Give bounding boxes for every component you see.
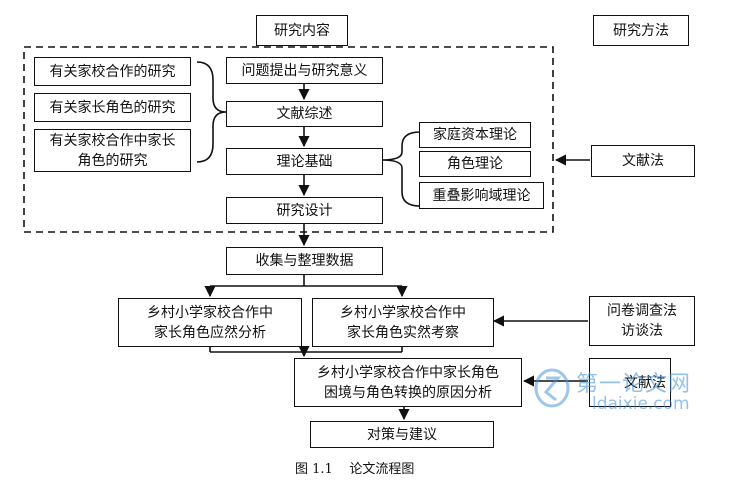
theory-overlapping-spheres: 重叠影响域理论 [419, 182, 544, 209]
left-topic-home-school: 有关家校合作的研究 [34, 57, 191, 86]
step-literature-review: 文献综述 [226, 101, 383, 127]
research-content-header: 研究内容 [256, 15, 348, 46]
watermark-logo [534, 368, 570, 408]
method-literature-partial: 文献法 [589, 358, 671, 407]
figure-caption: 图 1.1 论文流程图 [295, 462, 415, 477]
watermark-en: ldaixie.com [592, 394, 690, 414]
theories-brace [381, 131, 421, 207]
left-topic-parent-role: 有关家长角色的研究 [34, 93, 191, 122]
theory-family-capital: 家庭资本理论 [419, 122, 531, 148]
research-content-region [23, 46, 554, 233]
theory-role: 角色理论 [419, 151, 531, 177]
step-collect-data: 收集与整理数据 [226, 247, 383, 275]
step-problem-significance: 问题提出与研究意义 [226, 57, 383, 84]
watermark-cn: 第一论文网 [576, 372, 692, 397]
left-topic-parent-role-in-cooperation: 有关家校合作中家长 角色的研究 [34, 129, 191, 172]
left-topics-brace [196, 61, 227, 163]
step-research-design: 研究设计 [226, 197, 383, 224]
step-actual-investigation: 乡村小学家校合作中 家长角色实然考察 [312, 298, 494, 347]
step-cause-analysis: 乡村小学家校合作中家长角色 困境与角色转换的原因分析 [294, 358, 522, 407]
step-should-be-analysis: 乡村小学家校合作中 家长角色应然分析 [118, 298, 302, 347]
method-literature: 文献法 [591, 145, 695, 177]
method-survey-interview: 问卷调查法 访谈法 [589, 296, 695, 346]
step-countermeasures: 对策与建议 [310, 421, 494, 448]
research-methods-header: 研究方法 [593, 15, 689, 46]
step-theoretical-basis: 理论基础 [226, 148, 383, 175]
